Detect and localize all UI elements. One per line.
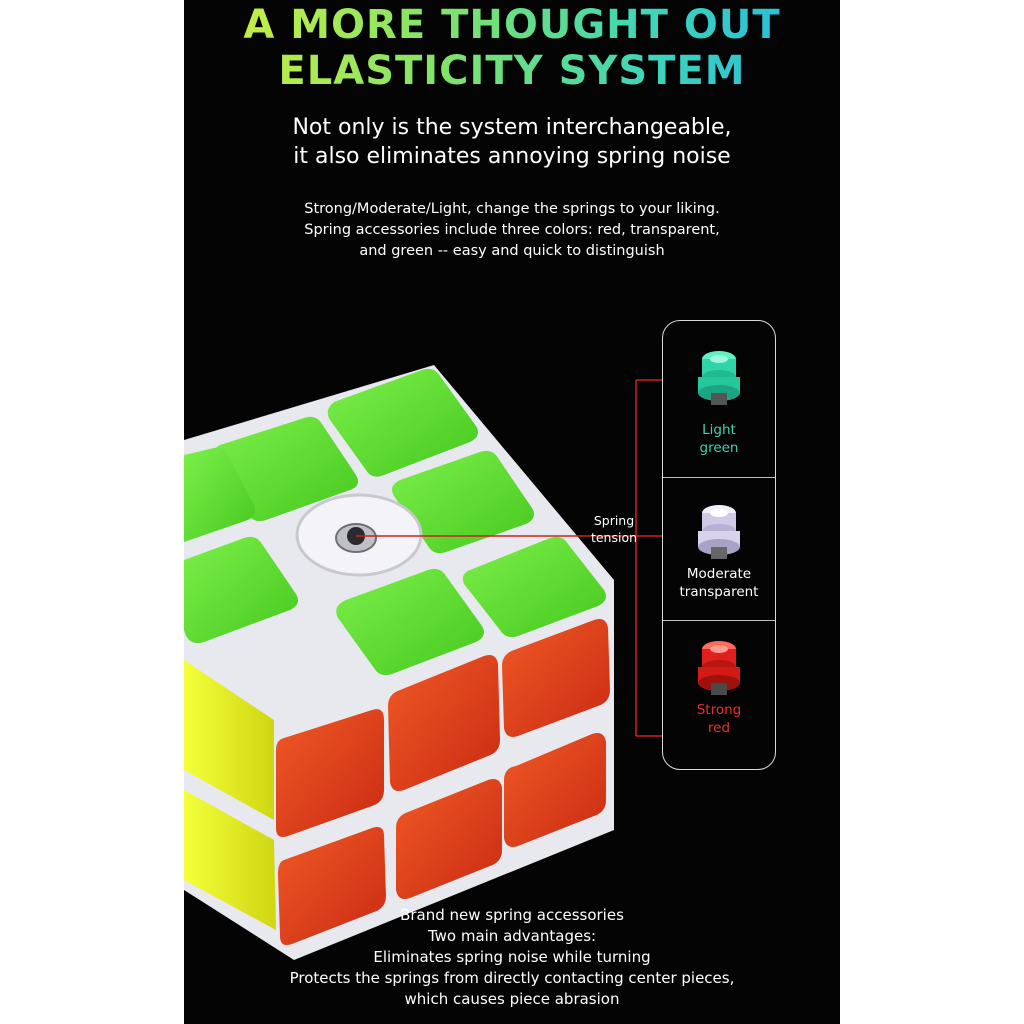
red-spring-icon: [698, 641, 740, 695]
headline-line-1: A MORE THOUGHT OUT: [184, 2, 840, 48]
product-panel: A MORE THOUGHT OUT ELASTICITY SYSTEM Not…: [184, 0, 840, 1024]
spring-transparent-label-2: transparent: [679, 584, 759, 600]
spring-green-label-1: Light: [702, 422, 736, 438]
description-line-1: Strong/Moderate/Light, change the spring…: [304, 201, 720, 217]
spring-red-label-1: Strong: [696, 702, 742, 718]
subtitle-line-1: Not only is the system interchangeable,: [292, 115, 732, 140]
spring-options-box: Light green Moderate transparent Strong: [662, 320, 776, 770]
spring-tension-label-2: tension: [590, 530, 638, 545]
spring-red-label-2: red: [707, 720, 731, 736]
green-spring-icon: [698, 351, 740, 405]
spring-transparent-label-1: Moderate: [686, 566, 752, 582]
spring-tension-callout: [356, 379, 662, 737]
description-line-2: Spring accessories include three colors:…: [304, 222, 720, 238]
footer-line-3: Eliminates spring noise while turning: [373, 948, 651, 966]
divider: [663, 620, 775, 621]
speed-cube-image: [184, 365, 614, 960]
spring-tension-label: Spring: [593, 513, 635, 528]
headline-line-2: ELASTICITY SYSTEM: [184, 48, 840, 94]
footer-line-5: which causes piece abrasion: [404, 990, 620, 1008]
spring-green-label-2: green: [699, 440, 739, 456]
description-line-3: and green -- easy and quick to distingui…: [359, 243, 665, 259]
transparent-spring-icon: [698, 505, 740, 559]
subtitle-line-2: it also eliminates annoying spring noise: [293, 144, 731, 169]
footer-line-4: Protects the springs from directly conta…: [289, 969, 735, 987]
footer-line-1: Brand new spring accessories: [400, 906, 624, 924]
divider: [663, 477, 775, 478]
footer-line-2: Two main advantages:: [427, 927, 597, 945]
